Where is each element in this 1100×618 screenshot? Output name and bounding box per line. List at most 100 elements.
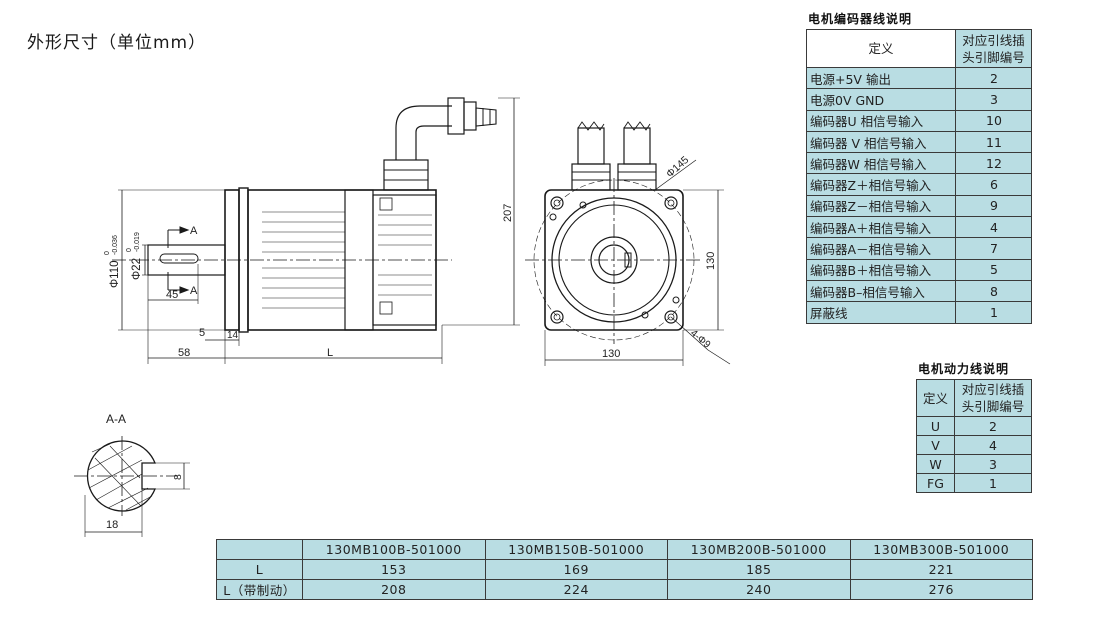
motor-outline-drawing: A A Φ110 0 -0.036 Φ22 0 -0.019 45 5 14 5… bbox=[74, 97, 731, 537]
length-cell: 240 bbox=[667, 579, 851, 600]
power-header-pin-line1: 对应引线插 bbox=[961, 382, 1025, 397]
power-def-cell: W bbox=[916, 454, 955, 474]
encoder-def-cell: 编码器Z－相信号输入 bbox=[806, 194, 956, 218]
dim-body-length: L bbox=[327, 347, 333, 359]
encoder-def-cell: 编码器A＋相信号输入 bbox=[806, 216, 956, 239]
length-cell: 276 bbox=[849, 579, 1033, 600]
encoder-header-pin-line2: 头引脚编号 bbox=[962, 49, 1025, 65]
power-header-pin-line2: 头引脚编号 bbox=[961, 399, 1025, 414]
encoder-def-cell: 电源+5V 输出 bbox=[806, 66, 956, 90]
dim-flange-tol-upper: 0 bbox=[104, 251, 111, 255]
length-cell: 224 bbox=[484, 579, 668, 600]
model-header: 130MB150B-501000 bbox=[484, 539, 668, 560]
encoder-pin-cell: 5 bbox=[955, 258, 1032, 281]
power-pin-cell: 3 bbox=[954, 454, 1032, 474]
dim-key-width: 8 bbox=[172, 474, 184, 480]
encoder-def-cell: 编码器W 相信号输入 bbox=[806, 152, 956, 175]
encoder-def-cell: 编码器B＋相信号输入 bbox=[806, 258, 956, 281]
table-row: L 153 169 185 221 bbox=[216, 559, 1033, 580]
encoder-pin-cell: 8 bbox=[955, 279, 1032, 303]
length-cell: 153 bbox=[302, 559, 486, 580]
dim-flange-width: 130 bbox=[602, 348, 620, 360]
dim-key-length: 45 bbox=[166, 289, 178, 301]
encoder-header-def: 定义 bbox=[806, 29, 956, 68]
encoder-def-cell: 电源0V GND bbox=[806, 88, 956, 111]
encoder-pin-cell: 1 bbox=[955, 301, 1032, 324]
model-header: 130MB300B-501000 bbox=[849, 539, 1033, 560]
length-cell: 185 bbox=[667, 559, 851, 580]
encoder-pin-cell: 9 bbox=[955, 194, 1032, 218]
encoder-def-cell: 编码器Z＋相信号输入 bbox=[806, 173, 956, 196]
dim-pcd-diameter: Φ145 bbox=[664, 154, 691, 180]
encoder-def-cell: 屏蔽线 bbox=[806, 301, 956, 324]
dim-flange-diameter: Φ110 bbox=[109, 260, 121, 288]
power-pin-cell: 1 bbox=[954, 473, 1032, 493]
encoder-header-pin-line1: 对应引线插 bbox=[962, 32, 1025, 48]
section-arrow-label-top: A bbox=[190, 225, 198, 237]
length-cell: 221 bbox=[849, 559, 1033, 580]
section-a-a bbox=[74, 436, 190, 537]
dim-mounting-holes: 4-Φ9 bbox=[688, 328, 713, 351]
dim-flange-tol-lower: -0.036 bbox=[112, 235, 119, 255]
section-title: A-A bbox=[106, 412, 126, 426]
dim-shaft-diameter: Φ22 bbox=[131, 258, 143, 280]
encoder-header-pin: 对应引线插 头引脚编号 bbox=[955, 29, 1032, 68]
dim-overall-height: 207 bbox=[502, 204, 514, 222]
side-view-labels: A A Φ110 0 -0.036 Φ22 0 -0.019 45 5 14 5… bbox=[104, 204, 514, 359]
row-label: L bbox=[216, 559, 303, 580]
dim-flange-gap: 5 bbox=[199, 327, 205, 339]
encoder-def-cell: 编码器U 相信号输入 bbox=[806, 109, 956, 132]
page-title: 外形尺寸（单位mm） bbox=[27, 33, 207, 53]
encoder-pin-cell: 2 bbox=[955, 66, 1032, 90]
side-view bbox=[112, 97, 520, 364]
power-def-cell: U bbox=[916, 416, 955, 436]
power-header-def: 定义 bbox=[916, 379, 955, 417]
front-view-labels: Φ145 130 130 4-Φ9 bbox=[602, 154, 717, 360]
encoder-pin-cell: 4 bbox=[955, 216, 1032, 239]
encoder-pin-cell: 7 bbox=[955, 237, 1032, 260]
model-header: 130MB200B-501000 bbox=[667, 539, 851, 560]
model-length-table: 130MB100B-501000 130MB150B-501000 130MB2… bbox=[216, 539, 1033, 600]
power-pin-cell: 2 bbox=[954, 416, 1032, 436]
power-def-cell: FG bbox=[916, 473, 955, 493]
power-header-pin: 对应引线插 头引脚编号 bbox=[954, 379, 1032, 417]
length-cell: 208 bbox=[302, 579, 486, 600]
length-cell: 169 bbox=[484, 559, 668, 580]
row-label: L（带制动） bbox=[216, 579, 303, 600]
encoder-def-cell: 编码器A－相信号输入 bbox=[806, 237, 956, 260]
dim-shaft-tol-upper: 0 bbox=[126, 248, 133, 252]
encoder-pin-cell: 6 bbox=[955, 173, 1032, 196]
power-def-cell: V bbox=[916, 435, 955, 455]
power-pin-cell: 4 bbox=[954, 435, 1032, 455]
table-row: L（带制动） 208 224 240 276 bbox=[216, 579, 1033, 600]
encoder-table-caption: 电机编码器线说明 bbox=[808, 12, 913, 26]
model-header: 130MB100B-501000 bbox=[302, 539, 486, 560]
power-table-caption: 电机动力线说明 bbox=[918, 362, 1010, 376]
encoder-pin-cell: 3 bbox=[955, 88, 1032, 111]
dim-flange-thickness: 14 bbox=[227, 330, 239, 341]
dim-shaft-tol-lower: -0.019 bbox=[134, 232, 141, 252]
encoder-pin-cell: 10 bbox=[955, 109, 1032, 132]
section-a-a-labels: A-A 8 18 bbox=[106, 412, 184, 531]
dim-flange-height: 130 bbox=[705, 252, 717, 270]
encoder-def-cell: 编码器 V 相信号输入 bbox=[806, 130, 956, 154]
encoder-def-cell: 编码器B–相信号输入 bbox=[806, 279, 956, 303]
section-arrow-label-bottom: A bbox=[190, 285, 198, 297]
